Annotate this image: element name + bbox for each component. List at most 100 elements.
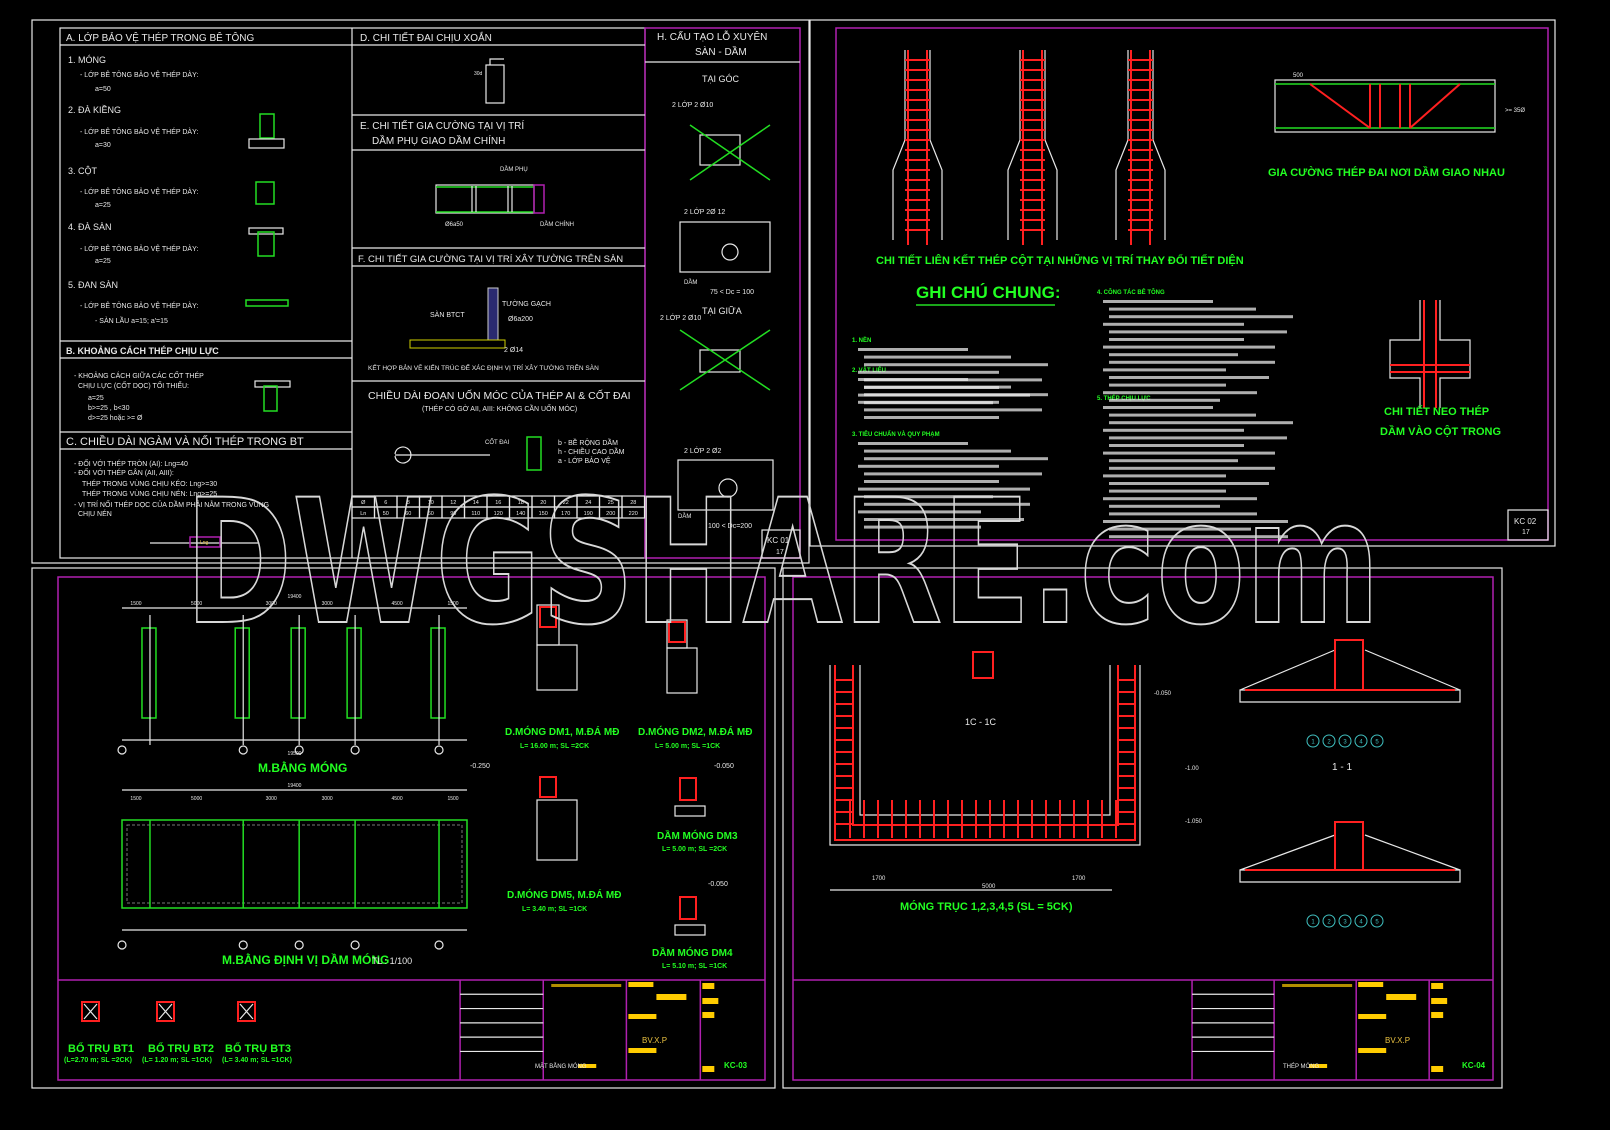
axis-label: 3 — [1343, 740, 1347, 746]
item-desc: - LỚP BÊ TÔNG BẢO VỆ THÉP DÀY: — [80, 187, 198, 196]
tb-stamp — [702, 998, 719, 1004]
plan-scale: TL : 1/100 — [372, 956, 412, 966]
axis-bubble — [117, 940, 127, 950]
table-cell-text: 90 — [450, 511, 456, 517]
text-line: b>=25 , b<30 — [88, 405, 130, 412]
sheet-kc04: 1C - 1C 1700 5000 1700 MÓNG TRỤC 1,2,3,4… — [782, 567, 1503, 1089]
dim-label: 3000 — [322, 796, 333, 802]
note-line — [858, 348, 968, 351]
tb-stamp — [578, 1064, 597, 1068]
axis-bubble — [238, 745, 248, 755]
dim-label: 3000 — [322, 601, 333, 607]
note-line — [864, 408, 1042, 412]
wall-label: TƯỜNG GẠCH — [502, 299, 551, 308]
beam-inner — [126, 824, 463, 904]
dim-label: 4500 — [392, 796, 403, 802]
note-line — [864, 355, 1011, 359]
text-line: CHỊU NÉN — [78, 509, 112, 518]
bt-qty: (L= 3.40 m; SL =1CK) — [222, 1057, 292, 1064]
note-line — [1109, 376, 1269, 379]
footing-sections — [536, 604, 706, 936]
axis-bubble — [294, 745, 304, 755]
tb-stamp — [1431, 1066, 1444, 1072]
axis-label: 2 — [1327, 920, 1331, 926]
table-cell-text: 190 — [584, 511, 593, 517]
detail-qty: L= 5.00 m; SL =1CK — [655, 743, 720, 750]
section-f-title: F. CHI TIẾT GIA CƯỜNG TẠI VỊ TRÍ XÂY TƯỜ… — [358, 254, 623, 265]
dam-phu-label: DẦM PHỤ — [500, 166, 528, 173]
note-line — [1103, 300, 1213, 303]
note-line — [1109, 360, 1275, 364]
tb-stamp — [1358, 1048, 1387, 1053]
footing — [430, 627, 446, 719]
dim-label: 1700 — [872, 876, 886, 882]
note-line — [1109, 413, 1256, 417]
note-line — [864, 363, 1048, 367]
level-mark: -0.250 — [470, 763, 490, 770]
axis-label: 5 — [1375, 920, 1379, 926]
section-h-subtitle: SÀN - DẦM — [695, 45, 747, 58]
dim-label: 3000 — [266, 601, 277, 607]
item-name: 5. ĐAN SÀN — [68, 280, 118, 290]
note-line — [1109, 482, 1269, 485]
table-cell-text: 60 — [428, 511, 434, 517]
section-e-title: E. CHI TIẾT GIA CƯỜNG TẠI VỊ TRÍ — [360, 119, 524, 132]
tb-stamp — [1386, 994, 1417, 1000]
table-cell-text: Ln — [360, 511, 366, 517]
table-cell-text: 60 — [405, 511, 411, 517]
notes-heading: 3. TIÊU CHUẨN VÀ QUY PHẠM — [852, 430, 940, 438]
legend-b: b - BỀ RỘNG DẦM — [558, 437, 618, 447]
legend-h: h - CHIỀU CAO DẦM — [558, 446, 625, 456]
dim-label: 1500 — [447, 796, 458, 802]
level-mark: -1.00 — [1185, 766, 1199, 772]
cover-detail-sketches — [245, 113, 289, 307]
hole-rebar-label: 2 LỚP 2Ø 12 — [684, 207, 725, 216]
sheet-number: KC-04 — [1462, 1061, 1486, 1070]
company-name — [551, 984, 622, 987]
drawing-name: THÉP MÓNG — [1283, 1063, 1320, 1070]
note-line — [1109, 535, 1288, 539]
dim-label: 1500 — [130, 796, 141, 802]
dam-chinh-label: DẦM CHÍNH — [540, 221, 574, 228]
axis-bubble — [1306, 914, 1320, 928]
note-line — [864, 480, 999, 483]
note-line — [858, 442, 968, 445]
section-label: 1C - 1C — [965, 717, 997, 727]
table-cell-text: 6 — [384, 500, 387, 506]
note-line — [864, 472, 1042, 476]
section-c-title: C. CHIỀU DÀI NGÀM VÀ NỐI THÉP TRONG BT — [66, 434, 304, 448]
note-line — [1103, 497, 1257, 501]
dim-label: 5000 — [191, 796, 202, 802]
footing — [346, 627, 362, 719]
tb-stamp — [1358, 982, 1384, 987]
text-line: - KHOẢNG CÁCH GIỮA CÁC CỐT THÉP — [74, 370, 204, 380]
dim-label: 1500 — [130, 601, 141, 607]
cot-dai-label: CỐT ĐAI — [485, 439, 510, 446]
axis-label: 1 — [1311, 920, 1315, 926]
tb-stamp — [1358, 1014, 1387, 1019]
table-cell-text: 22 — [563, 500, 569, 506]
sheet-number: KC-03 — [724, 1061, 748, 1070]
dim-label: 19400 — [288, 594, 302, 600]
table-cell-text: 8 — [407, 500, 410, 506]
note-line — [1109, 383, 1226, 387]
dam-label: DẦM — [678, 513, 691, 520]
column-splice-details — [892, 50, 1166, 245]
item-value: a=50 — [95, 86, 111, 93]
table-cell-text: 16 — [495, 500, 501, 506]
note-line — [864, 525, 981, 529]
table-cell-text: 150 — [539, 511, 548, 517]
anchor-detail-title: CHI TIẾT NEO THÉP — [1384, 405, 1489, 418]
axis-bubble — [350, 940, 360, 950]
axis-label: 4 — [1359, 740, 1363, 746]
plan-title: M.BẰNG MÓNG — [258, 760, 347, 775]
section-h-title: H. CẤU TẠO LỖ XUYÊN — [657, 30, 767, 43]
table-cell-text: 200 — [606, 511, 615, 517]
tb-stamp — [628, 1048, 657, 1053]
bt-title: BỔ TRỤ BT2 — [148, 1042, 214, 1055]
tb-stamp — [1431, 1012, 1444, 1018]
sheet-count: 17 — [1522, 529, 1530, 536]
